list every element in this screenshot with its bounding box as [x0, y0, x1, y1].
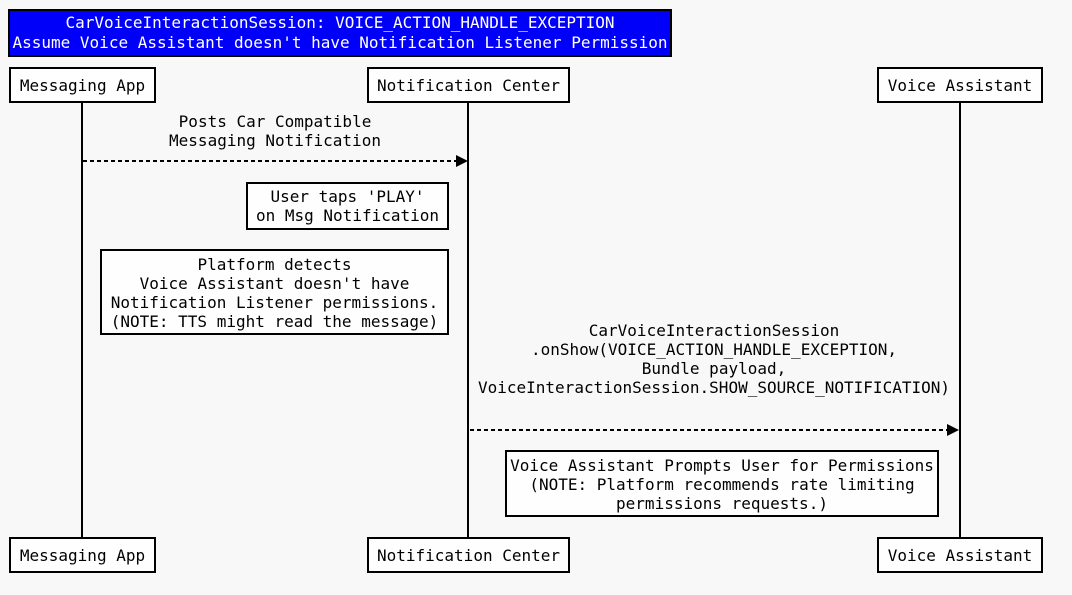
message-onshow-arrow-line [470, 429, 947, 431]
message-line: Posts Car Compatible [178, 112, 372, 131]
note-line: User taps 'PLAY' [270, 187, 425, 206]
lifeline-messaging-app [81, 103, 83, 537]
actor-label: Notification Center [376, 75, 561, 95]
message-line: VoiceInteractionSession.SHOW_SOURCE_NOTI… [477, 378, 950, 397]
actor-label: Voice Assistant [887, 545, 1033, 565]
arrowhead-right-icon [947, 424, 959, 436]
actor-label: Notification Center [376, 545, 561, 565]
note-line: Voice Assistant doesn't have [139, 274, 410, 293]
diagram-title-line-2: Assume Voice Assistant doesn't have Noti… [12, 33, 668, 52]
message-line: .onShow(VOICE_ACTION_HANDLE_EXCEPTION, [530, 340, 898, 359]
message-line: Messaging Notification [169, 131, 381, 150]
arrowhead-right-icon [456, 155, 468, 167]
diagram-title: CarVoiceInteractionSession: VOICE_ACTION… [8, 9, 672, 57]
actor-top-messaging-app: Messaging App [9, 67, 156, 103]
message-line: CarVoiceInteractionSession [588, 321, 840, 340]
actor-bottom-notification-center: Notification Center [367, 537, 570, 573]
message-onshow-label: CarVoiceInteractionSession .onShow(VOICE… [468, 321, 960, 397]
note-line: Platform detects [197, 255, 352, 274]
actor-label: Messaging App [19, 545, 146, 565]
actor-label: Voice Assistant [887, 75, 1033, 95]
note-line: Notification Listener permissions. [110, 293, 439, 312]
note-line: (NOTE: TTS might read the message) [110, 312, 439, 331]
actor-bottom-messaging-app: Messaging App [9, 537, 156, 573]
note-line: Voice Assistant Prompts User for Permiss… [510, 456, 934, 475]
lifeline-voice-assistant [959, 103, 961, 537]
note-line: permissions requests.) [616, 494, 828, 513]
note-line: on Msg Notification [255, 206, 440, 225]
actor-label: Messaging App [19, 75, 146, 95]
diagram-title-line-1: CarVoiceInteractionSession: VOICE_ACTION… [65, 13, 615, 32]
message-line: Bundle payload, [641, 359, 787, 378]
lifeline-notification-center [467, 103, 469, 537]
note-user-taps-play: User taps 'PLAY' on Msg Notification [246, 182, 449, 230]
actor-bottom-voice-assistant: Voice Assistant [877, 537, 1043, 573]
actor-top-notification-center: Notification Center [367, 67, 570, 103]
note-line: (NOTE: Platform recommends rate limiting [529, 475, 915, 494]
note-voice-assistant-prompts: Voice Assistant Prompts User for Permiss… [505, 450, 939, 517]
note-platform-detects: Platform detects Voice Assistant doesn't… [100, 249, 449, 335]
message-posts-notification-label: Posts Car Compatible Messaging Notificat… [82, 112, 468, 150]
actor-top-voice-assistant: Voice Assistant [877, 67, 1043, 103]
message-posts-notification-arrow-line [83, 160, 457, 162]
